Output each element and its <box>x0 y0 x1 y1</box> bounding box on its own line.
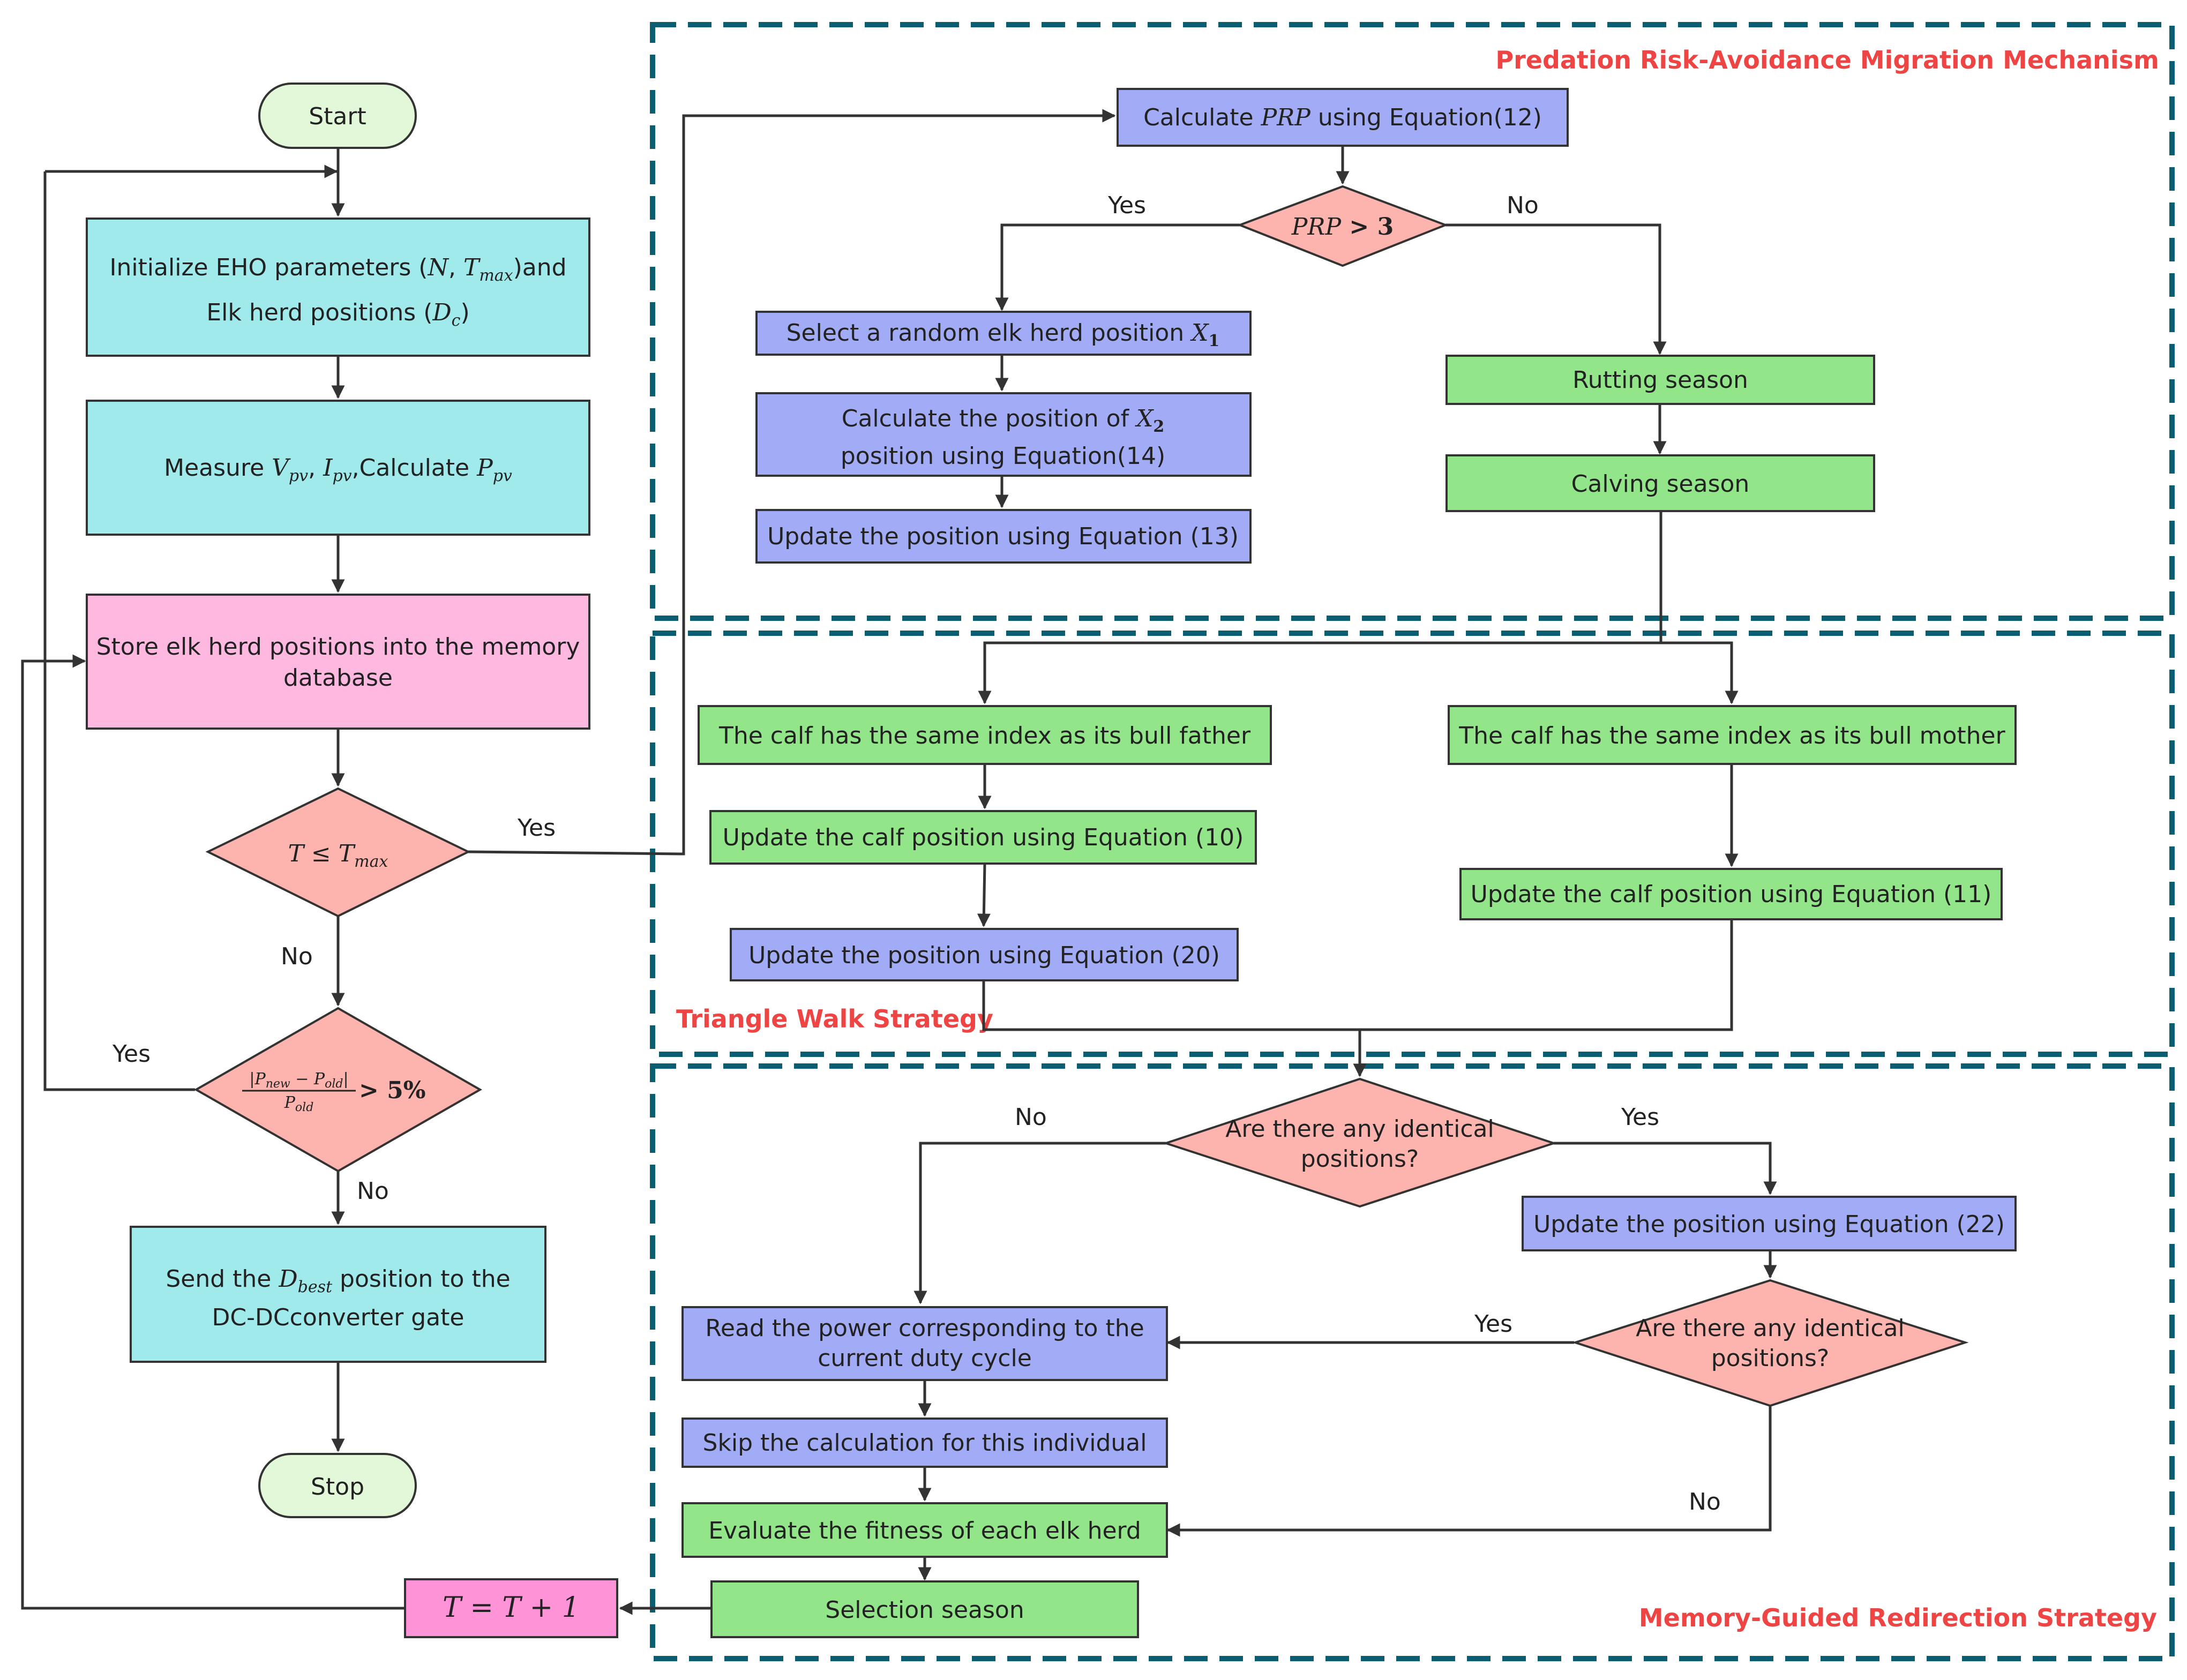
edge-condP-yes <box>43 171 195 1091</box>
label-prp-yes: Yes <box>1107 192 1146 219</box>
edge-identical1-yes <box>1554 1142 1777 1195</box>
node-initialize: Initialize EHO parameters (N, Tmax)and E… <box>86 218 590 357</box>
node-send-dbest: Send the Dbest position to the DC-DCconv… <box>130 1226 546 1363</box>
svg-text:The calf has the same index a: The calf has the same index as its bull … <box>1458 722 2005 749</box>
svg-text:Skip the calculation for this: Skip the calculation for this individual <box>703 1429 1147 1457</box>
svg-text:Measure Vpv, Ipv,Calculate Ppv: Measure Vpv, Ipv,Calculate Ppv <box>164 454 512 485</box>
node-update-20: Update the position using Equation (20) <box>730 928 1239 981</box>
svg-text:Read the power corresponding t: Read the power corresponding to the <box>705 1315 1144 1342</box>
svg-text:Calving season: Calving season <box>1571 470 1750 498</box>
node-update-13: Update the position using Equation (13) <box>755 509 1252 564</box>
node-skip-calculation: Skip the calculation for this individual <box>681 1418 1168 1468</box>
label-identical1-yes: Yes <box>1621 1104 1659 1131</box>
node-calculate-x2: Calculate the position of X2 position us… <box>755 392 1252 477</box>
svg-text:current duty cycle: current duty cycle <box>818 1345 1032 1372</box>
edge-prp-yes <box>995 223 1240 311</box>
svg-text:Evaluate the fitness of each e: Evaluate the fitness of each elk herd <box>708 1517 1141 1544</box>
node-stop: Stop <box>258 1453 417 1518</box>
svg-text:Are there any identical: Are there any identical <box>1225 1115 1494 1143</box>
svg-text:database: database <box>283 664 393 692</box>
node-condition-prp: PRP > 3 <box>1237 185 1449 267</box>
svg-text:Start: Start <box>309 103 366 130</box>
node-read-power: Read the power corresponding to the curr… <box>681 1306 1168 1381</box>
svg-text:Pold: Pold <box>284 1093 314 1114</box>
node-select-x1: Select a random elk herd position X1 <box>755 311 1252 356</box>
label-identical2-no: No <box>1689 1488 1721 1516</box>
svg-text:Update the position using Equa: Update the position using Equation (13) <box>767 523 1239 550</box>
region-title-memory-guided: Memory-Guided Redirection Strategy <box>1639 1603 2157 1632</box>
label-prp-no: No <box>1507 192 1539 219</box>
node-calculate-prp: Calculate PRP using Equation(12) <box>1117 88 1569 147</box>
svg-text:Stop: Stop <box>311 1473 364 1501</box>
node-condition-P: |Pnew − Pold| Pold > 5% <box>193 1007 483 1173</box>
node-calving-season: Calving season <box>1445 454 1875 512</box>
node-calf-mother: The calf has the same index as its bull … <box>1448 705 2017 765</box>
node-update-22: Update the position using Equation (22) <box>1522 1196 2017 1251</box>
node-identical-check-2: Are there any identical positions? <box>1571 1279 1969 1407</box>
node-condition-T: T ≤ Tmax <box>205 787 471 918</box>
edge-split-mother <box>1661 641 1739 704</box>
label-condT-yes: Yes <box>517 814 556 842</box>
svg-text:Select a random elk herd posit: Select a random elk herd position X1 <box>787 319 1220 350</box>
svg-text:PRP > 3: PRP > 3 <box>1291 213 1394 241</box>
svg-text:Calculate PRP using Equation(1: Calculate PRP using Equation(12) <box>1143 104 1542 131</box>
region-triangle-walk: Triangle Walk Strategy <box>650 631 2175 1057</box>
label-condT-no: No <box>281 943 313 970</box>
svg-text:Initialize EHO parameters (N,: Initialize EHO parameters (N, Tmax)and <box>109 254 566 285</box>
label-identical2-yes: Yes <box>1474 1310 1512 1338</box>
svg-text:T ≤ Tmax: T ≤ Tmax <box>288 840 388 871</box>
node-increment-T: T = T + 1 <box>404 1578 618 1638</box>
svg-text:DC-DCconverter gate: DC-DCconverter gate <box>212 1304 465 1331</box>
edge-update11-merge <box>1360 919 1733 1031</box>
svg-text:Update the position using Equa: Update the position using Equation (22) <box>1533 1211 2005 1238</box>
edge-prp-no <box>1445 223 1667 355</box>
node-calf-father: The calf has the same index as its bull … <box>698 705 1272 765</box>
svg-text:position using Equation(14): position using Equation(14) <box>841 442 1165 470</box>
region-predation: Predation Risk-Avoidance Migration Mecha… <box>650 22 2175 621</box>
node-identical-check-1: Are there any identical positions? <box>1162 1077 1557 1208</box>
label-condP-no: No <box>357 1178 389 1205</box>
node-measure: Measure Vpv, Ipv,Calculate Ppv <box>86 400 590 536</box>
svg-text:Elk herd positions (Dc): Elk herd positions (Dc) <box>206 299 469 330</box>
svg-text:positions?: positions? <box>1711 1345 1830 1372</box>
node-update-10: Update the calf position using Equation … <box>709 810 1257 865</box>
edge-update20-merge <box>982 980 1360 1031</box>
svg-text:|Pnew − Pold|: |Pnew − Pold| <box>249 1070 348 1091</box>
region-title-predation: Predation Risk-Avoidance Migration Mecha… <box>1495 46 2159 74</box>
svg-text:Update the calf position using: Update the calf position using Equation … <box>723 824 1244 851</box>
edge-identical1-no <box>913 1142 1166 1304</box>
edge-identical2-no <box>1166 1406 1772 1537</box>
svg-text:Update the position using Equa: Update the position using Equation (20) <box>748 942 1220 969</box>
svg-text:Store elk herd positions into: Store elk herd positions into the memory <box>96 633 580 661</box>
svg-text:positions?: positions? <box>1301 1145 1419 1173</box>
svg-text:> 5%: > 5% <box>359 1077 426 1104</box>
svg-text:Are there any identical: Are there any identical <box>1636 1315 1905 1342</box>
svg-text:Calculate the position of X2: Calculate the position of X2 <box>842 405 1165 436</box>
edge-increment-store <box>21 654 404 1610</box>
label-identical1-no: No <box>1015 1104 1047 1131</box>
edge-labels: Yes No Yes No Yes No No Yes Yes No <box>112 192 1721 1516</box>
svg-text:T = T + 1: T = T + 1 <box>443 1592 580 1624</box>
svg-text:Send the Dbest position to the: Send the Dbest position to the <box>166 1265 510 1296</box>
node-evaluate-fitness: Evaluate the fitness of each elk herd <box>681 1502 1168 1558</box>
node-rutting-season: Rutting season <box>1445 355 1875 405</box>
svg-text:Selection season: Selection season <box>825 1596 1024 1624</box>
svg-text:Update the calf position using: Update the calf position using Equation … <box>1471 881 1992 908</box>
node-update-11: Update the calf position using Equation … <box>1459 868 2003 920</box>
edge-split-father <box>978 641 1661 704</box>
node-store-memory: Store elk herd positions into the memory… <box>86 594 590 730</box>
region-title-triangle-walk: Triangle Walk Strategy <box>676 1004 993 1033</box>
edge-condT-yes <box>468 109 1116 856</box>
label-condP-yes: Yes <box>112 1040 151 1068</box>
svg-text:Rutting season: Rutting season <box>1572 366 1748 394</box>
edge-update10-update20 <box>977 863 991 927</box>
node-start: Start <box>258 82 417 149</box>
svg-text:The calf has the same index a: The calf has the same index as its bull … <box>718 722 1251 749</box>
edges <box>21 109 1777 1615</box>
region-memory-guided: Memory-Guided Redirection Strategy <box>650 1063 2175 1661</box>
node-selection-season: Selection season <box>710 1580 1139 1638</box>
